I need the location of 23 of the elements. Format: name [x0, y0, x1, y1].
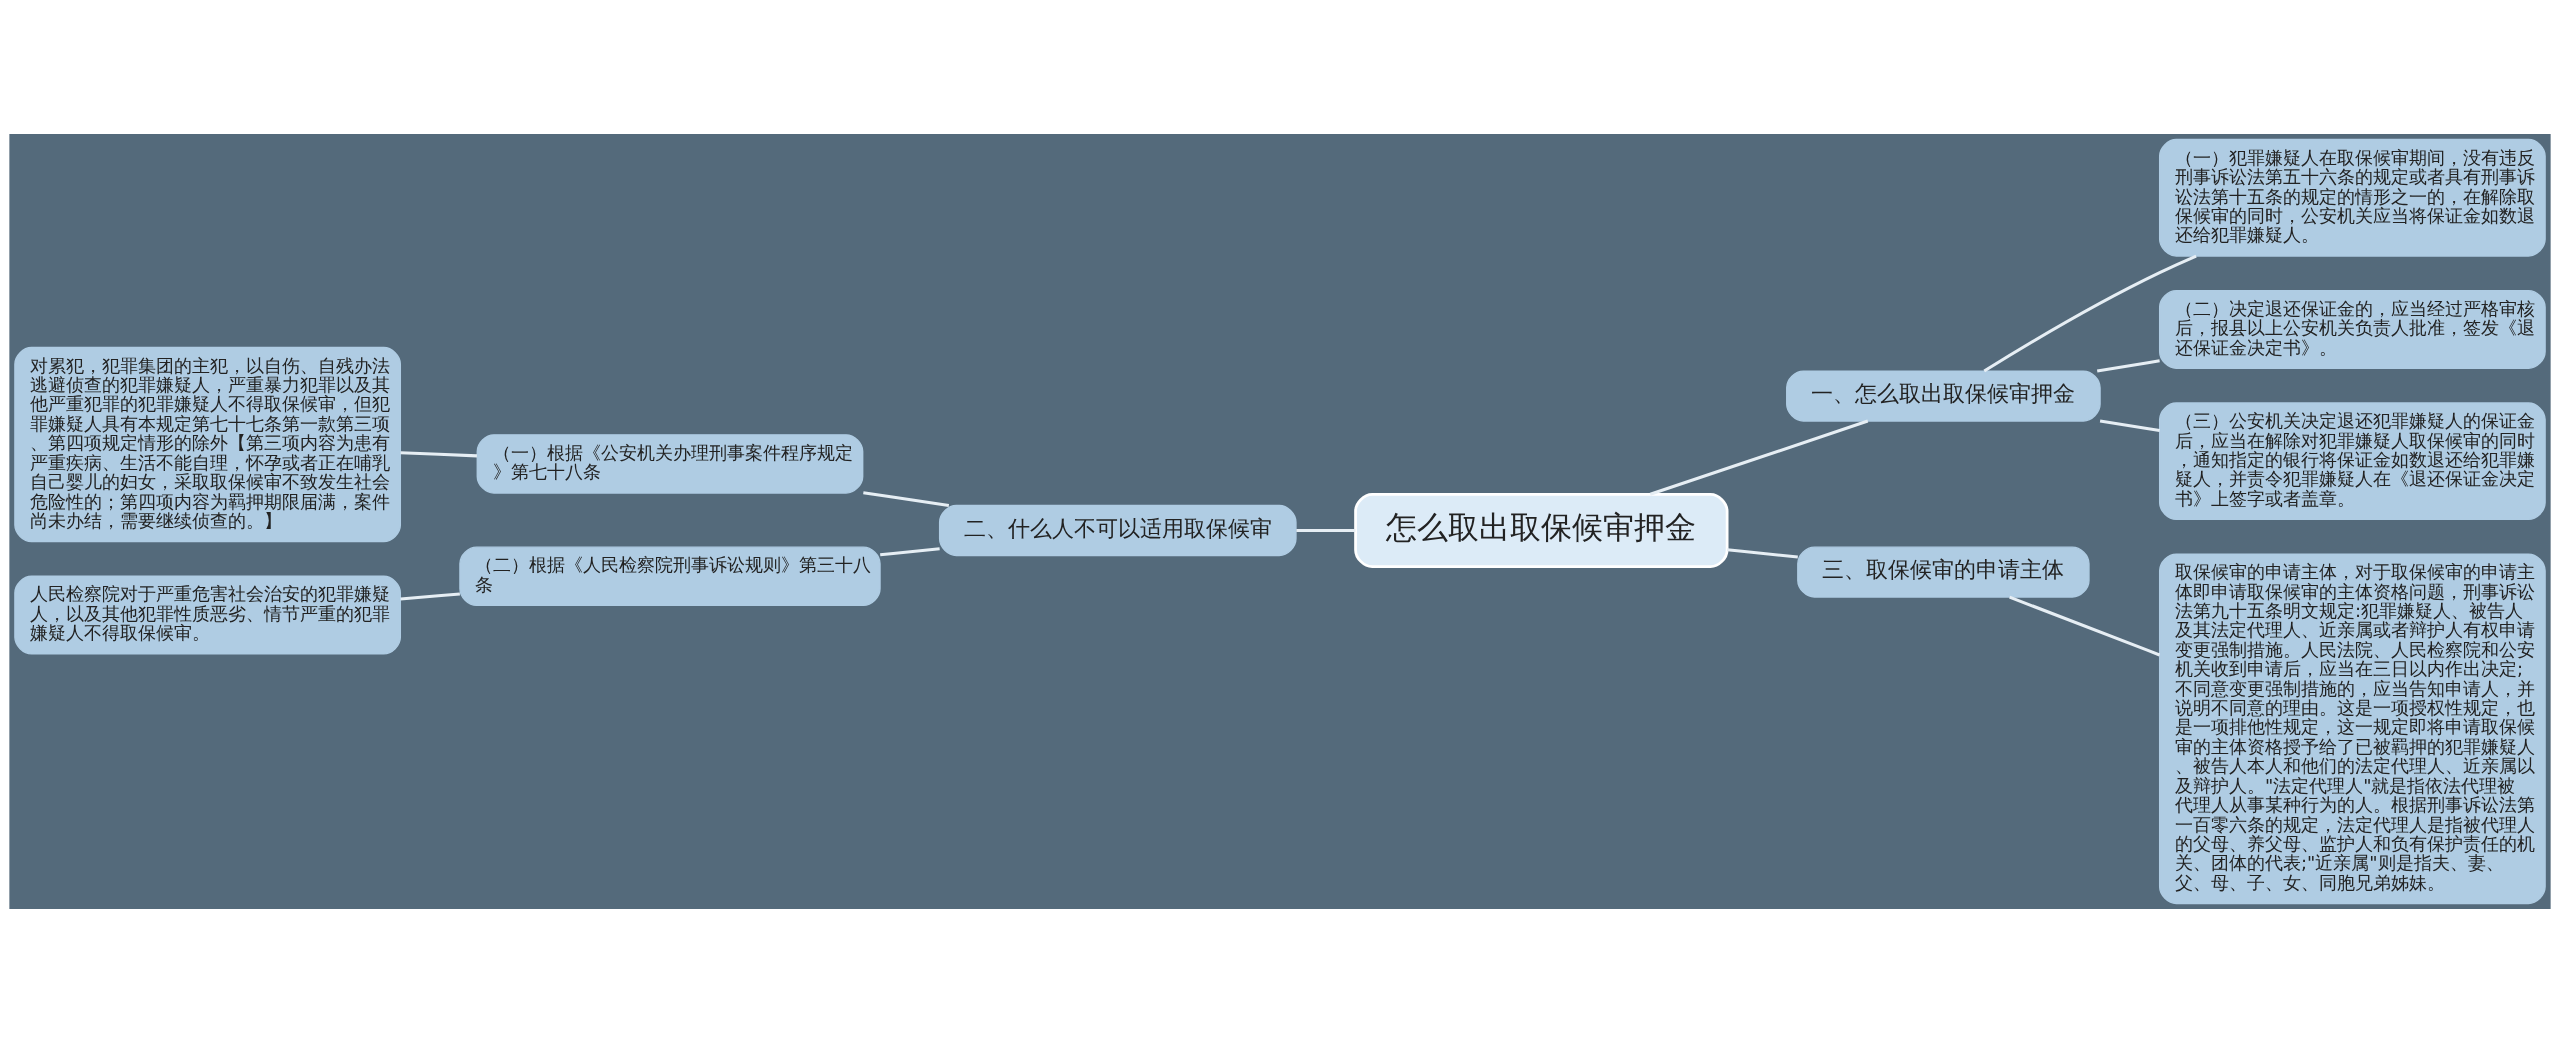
- connector: [880, 546, 940, 556]
- connector: [1727, 547, 1798, 559]
- node-box: （二）根据《人民检察院刑事诉讼规则》第三十八条: [459, 545, 881, 606]
- connector: [1296, 528, 1356, 532]
- node-box: 一、怎么取出取保候审押金: [1786, 369, 2101, 422]
- connector: [400, 591, 460, 600]
- connector: [1649, 419, 1869, 496]
- connector: [2099, 418, 2160, 432]
- connector: [2096, 358, 2160, 373]
- node-box: 人民检察院对于严重危害社会治安的犯罪嫌疑人，以及其他犯罪性质恶劣、情节严重的犯罪嫌疑人不得取保候审。: [14, 575, 402, 655]
- connector: [863, 490, 950, 507]
- node-box: 二、什么人不可以适用取保候审: [938, 504, 1297, 556]
- node-box: （三）公安机关决定退还犯罪嫌疑人的保证金后，应当在解除对犯罪嫌疑人取保候审的同时，通知指定的银行将保证金如数退还给犯罪嫌疑人，并责令犯罪嫌疑人在《退还保证金决定书》上签字或者盖章。: [2158, 401, 2546, 520]
- node-box: （一）根据《公安机关办理刑事案件程序规定》第七十八条: [476, 433, 864, 494]
- node-box: （二）决定退还保证金的，应当经过严格审核后，报县以上公安机关负责人批准，签发《退还保证金决定书》。: [2158, 289, 2546, 369]
- node-box: 怎么取出取保候审押金: [1354, 492, 1729, 568]
- connector: [2009, 595, 2161, 656]
- node-box: 取保候审的申请主体，对于取保候审的申请主体即申请取保候审的主体资格问题，刑事诉讼法第九十五条明文规定:犯罪嫌疑人、被告人及其法定代理人、近亲属或者辩护人有权申请变更强制措施。人民法院、人民检察院和公安机关收到申请后，应当在三日以内作出决定;不同意变更强制措施的，应当告知申请人，并说明不同意的理由。这是一项授权性规定，也是一项排他性规定，这一规定即将申请取保候审的主体资格授予给了已被羁押的犯罪嫌疑人、被告人本人和他们的法定代理人、近亲属以及辩护人。"法定代理人"就是指依法代理被代理人从事某种行为的人。根据刑事诉讼法第一百零六条的规定，法定代理人是指被代理人的父母、养父母、监护人和负有保护责任的机关、团体的代表;"近亲属"则是指夫、妻、父、母、子、女、同胞兄弟姊妹。: [2158, 552, 2546, 904]
- connector: [400, 450, 477, 457]
- node-box: （一）犯罪嫌疑人在取保候审期间，没有违反刑事诉讼法第五十六条的规定或者具有刑事诉讼法第十五条的规定的情形之一的，在解除取保候审的同时，公安机关应当将保证金如数退还给犯罪嫌疑人。: [2158, 138, 2546, 257]
- connector: [1983, 254, 2197, 372]
- node-box: 三、取保候审的申请主体: [1797, 545, 2090, 598]
- node-box: 对累犯，犯罪集团的主犯，以自伤、自残办法逃避侦查的犯罪嫌疑人，严重暴力犯罪以及其他严重犯罪的犯罪嫌疑人不得取保候审，但犯罪嫌疑人具有本规定第七十七条第一款第三项、第四项规定情形的除外【第三项内容为患有严重疾病、生活不能自理，怀孕或者正在哺乳自己婴儿的妇女，采取取保候审不致发生社会危险性的；第四项内容为羁押期限届满，案件尚未办结，需要继续侦查的。】: [14, 346, 402, 542]
